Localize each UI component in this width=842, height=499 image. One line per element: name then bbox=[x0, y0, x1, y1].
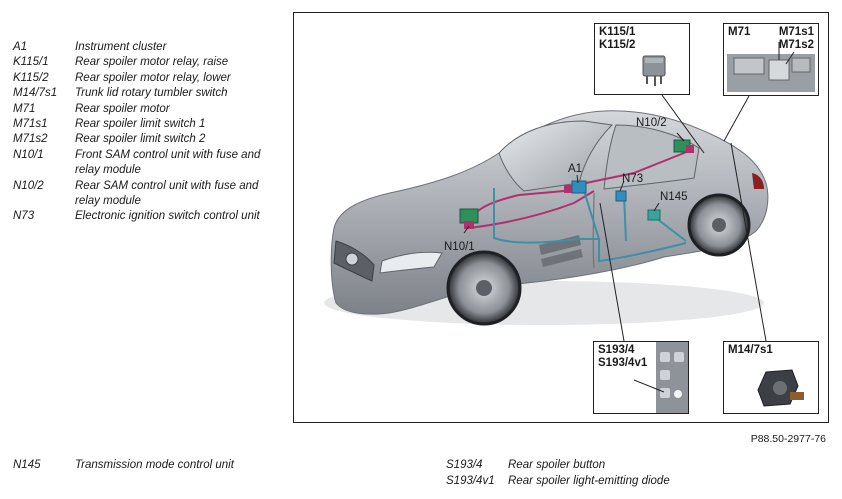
legend-row: M71s2 Rear spoiler limit switch 2 bbox=[13, 132, 283, 147]
legend-code: S193/4v1 bbox=[446, 475, 495, 487]
bottom-legend-left: N145 Transmission mode control unit bbox=[13, 457, 313, 473]
legend-description: Rear spoiler button bbox=[508, 459, 606, 471]
module-a1 bbox=[571, 180, 587, 194]
legend-row: M71 Rear spoiler motor bbox=[13, 102, 283, 117]
car-windshield bbox=[498, 120, 614, 192]
leader-n145 bbox=[653, 202, 660, 212]
leader-relay bbox=[661, 94, 705, 154]
tumbler-icon bbox=[757, 369, 804, 407]
legend-row: S193/4v1 Rear spoiler light-emitting diod… bbox=[446, 473, 746, 489]
legend-row: N73 Electronic ignition switch control un… bbox=[13, 209, 283, 224]
legend-description: Transmission mode control unit bbox=[75, 459, 234, 471]
leader-button bbox=[599, 202, 625, 342]
callout-n145: N145 bbox=[660, 191, 688, 203]
module-n145 bbox=[647, 209, 661, 221]
legend-row: N10/1 Front SAM control unit with fuse an… bbox=[13, 148, 283, 179]
module-a1-b bbox=[564, 185, 572, 193]
module-n10-2-b bbox=[686, 145, 694, 153]
legend-row: M71s1 Rear spoiler limit switch 1 bbox=[13, 117, 283, 132]
leader-n101 bbox=[463, 225, 470, 234]
module-n10-1 bbox=[459, 208, 479, 224]
legend-code: N145 bbox=[13, 459, 41, 471]
leader-a1 bbox=[576, 174, 579, 184]
motor-icon bbox=[727, 42, 815, 92]
button-icon bbox=[633, 342, 688, 413]
legend-description: Rear spoiler motor relay, lower bbox=[75, 71, 231, 84]
legend-row: N145 Transmission mode control unit bbox=[13, 457, 313, 473]
legend-code: K115/2 bbox=[13, 71, 49, 84]
legend-code: K115/1 bbox=[13, 56, 49, 69]
legend-code: M71s1 bbox=[13, 118, 48, 131]
rear-wheel-hub bbox=[712, 218, 726, 232]
inset-button-label-2: S193/4v1 bbox=[598, 357, 648, 369]
legend-code: S193/4 bbox=[446, 459, 483, 471]
inset-relay-label-2: K115/2 bbox=[599, 39, 636, 51]
inset-relay-label-1: K115/1 bbox=[599, 26, 636, 38]
relay-icon bbox=[642, 55, 666, 86]
car-illustration bbox=[324, 94, 769, 342]
legend-code: N73 bbox=[13, 210, 35, 223]
door-line bbox=[592, 192, 595, 269]
legend-description: Rear spoiler limit switch 1 bbox=[75, 118, 206, 131]
headlight bbox=[379, 251, 443, 274]
inset-tumbler: M14/7s1 bbox=[723, 341, 819, 414]
leader-tumbler bbox=[730, 142, 767, 342]
tail-light bbox=[752, 173, 764, 189]
legend-code: A1 bbox=[13, 41, 28, 53]
legend-description: Rear SAM control unit with fuse and rela… bbox=[75, 179, 259, 208]
legend-row: K115/1 Rear spoiler motor relay, raise bbox=[13, 55, 283, 70]
inset-motor-label-m71: M71 bbox=[728, 26, 751, 38]
legend-code: M71s2 bbox=[13, 133, 48, 146]
leader-motor bbox=[723, 95, 750, 142]
callout-n73: N73 bbox=[622, 173, 644, 185]
legend-description: Rear spoiler limit switch 2 bbox=[75, 133, 206, 146]
module-n73 bbox=[615, 190, 627, 202]
front-wheel-hub bbox=[476, 280, 492, 296]
callout-n10-1: N10/1 bbox=[444, 241, 475, 253]
legend-description: Electronic ignition switch control unit bbox=[75, 210, 260, 223]
legend-code: N10/1 bbox=[13, 148, 44, 161]
leader-n102 bbox=[676, 132, 685, 142]
callout-n10-2: N10/2 bbox=[636, 117, 667, 129]
mercedes-star bbox=[345, 252, 359, 266]
legend-description: Front SAM control unit with fuse and rel… bbox=[75, 148, 261, 177]
legend-row: A1 Instrument cluster bbox=[13, 40, 283, 55]
legend-row: N10/2 Rear SAM control unit with fuse and… bbox=[13, 179, 283, 210]
inset-motor: M71 M71s1 M71s2 bbox=[723, 23, 819, 96]
inset-tumbler-label: M14/7s1 bbox=[728, 344, 773, 356]
legend-description: Rear spoiler motor relay, raise bbox=[75, 56, 229, 69]
inset-button-label-1: S193/4 bbox=[598, 344, 635, 356]
inset-motor-label-s1: M71s1 bbox=[778, 26, 814, 38]
leader-n73 bbox=[619, 180, 625, 192]
module-n10-1-b bbox=[464, 221, 474, 229]
legend-description: Trunk lid rotary tumbler switch bbox=[75, 87, 228, 100]
legend-code: M71 bbox=[13, 102, 36, 115]
legend-description: Instrument cluster bbox=[75, 41, 167, 53]
legend-description: Rear spoiler motor bbox=[75, 102, 170, 115]
inset-relay: K115/1 K115/2 bbox=[594, 23, 690, 95]
legend-row: K115/2 Rear spoiler motor relay, lower bbox=[13, 71, 283, 86]
side-vent-2 bbox=[541, 249, 583, 267]
inset-motor-label-s2: M71s2 bbox=[778, 39, 814, 51]
diagram-figure: K115/1 K115/2 M71 M71s1 M71s2 S193/4 S19… bbox=[293, 12, 829, 423]
legend-code: M14/7s1 bbox=[13, 87, 58, 100]
legend-row: M14/7s1 Trunk lid rotary tumbler switch bbox=[13, 86, 283, 101]
wire-magenta-2 bbox=[468, 190, 595, 229]
figure-reference: P88.50-2977-76 bbox=[750, 433, 826, 445]
legend-description: Rear spoiler light-emitting diode bbox=[508, 475, 670, 487]
wire-teal bbox=[493, 188, 687, 263]
legend-row: S193/4 Rear spoiler button bbox=[446, 457, 746, 473]
legend-code: N10/2 bbox=[13, 179, 44, 192]
callout-a1: A1 bbox=[568, 163, 583, 175]
inset-button: S193/4 S193/4v1 bbox=[593, 341, 689, 414]
